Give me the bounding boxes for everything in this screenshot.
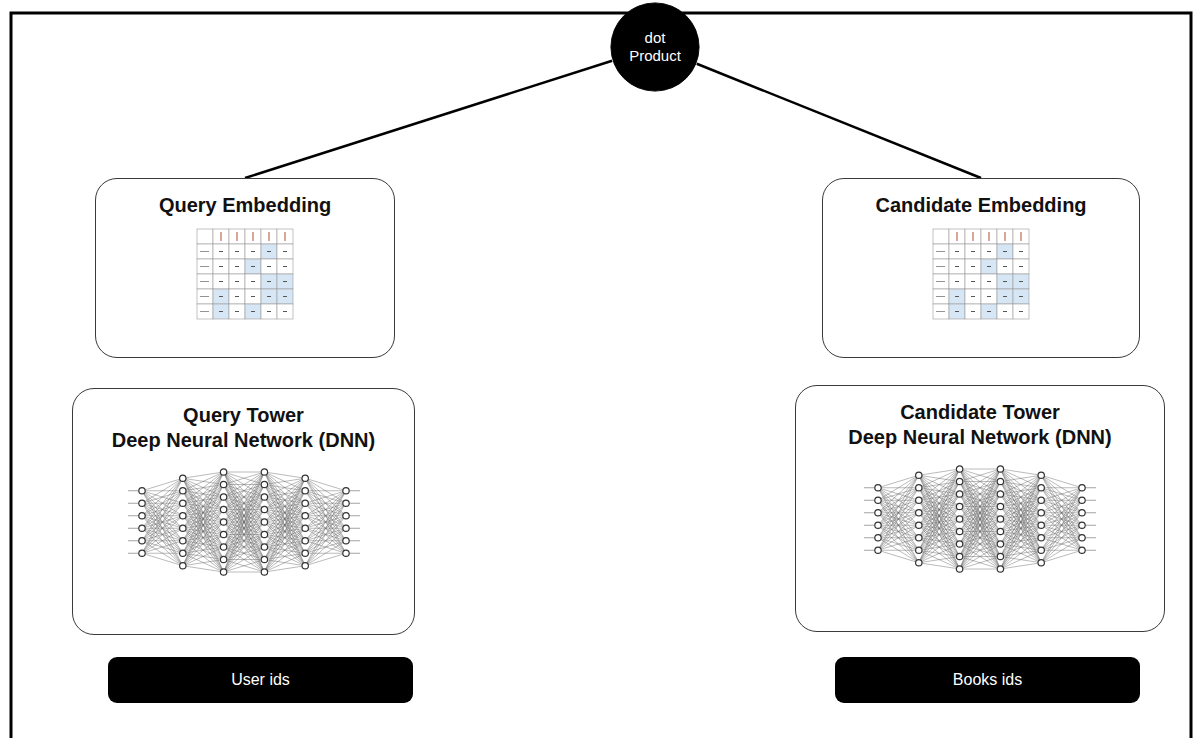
node-heading: Books ids — [953, 671, 1022, 689]
text-group: dot Product — [619, 29, 691, 65]
node-heading: Candidate Embedding — [875, 193, 1086, 218]
embedding-table — [932, 228, 1030, 320]
input-bar: User ids — [108, 657, 413, 703]
node-heading: User ids — [231, 671, 290, 689]
node-heading: Query Tower — [183, 403, 304, 428]
text-group: Query Embedding — [108, 193, 382, 218]
node-heading: dot Product — [619, 29, 691, 65]
text-group: Query TowerDeep Neural Network (DNN) — [85, 403, 402, 453]
tower-box: Query TowerDeep Neural Network (DNN) — [72, 388, 415, 635]
text-group: Candidate Embedding — [835, 193, 1127, 218]
connector-line — [697, 64, 981, 178]
tower-box: Candidate TowerDeep Neural Network (DNN) — [795, 385, 1165, 632]
frame-border — [11, 13, 1191, 738]
embedding-box: Candidate Embedding — [822, 178, 1140, 358]
neural-network-illustration — [860, 460, 1100, 578]
text-group: Books ids — [953, 671, 1022, 689]
neural-network-illustration — [124, 463, 364, 581]
node-heading: Candidate Tower — [900, 400, 1060, 425]
text-group: User ids — [231, 671, 290, 689]
input-bar: Books ids — [835, 657, 1140, 703]
connector-line — [245, 61, 612, 178]
text-group: Candidate TowerDeep Neural Network (DNN) — [808, 400, 1152, 450]
dot-product-circle: dot Product — [610, 2, 700, 92]
node-subheading: Deep Neural Network (DNN) — [848, 425, 1111, 450]
node-subheading: Deep Neural Network (DNN) — [112, 428, 375, 453]
node-heading: Query Embedding — [159, 193, 331, 218]
circle-shape — [611, 3, 699, 91]
embedding-table — [196, 228, 294, 320]
embedding-box: Query Embedding — [95, 178, 395, 358]
